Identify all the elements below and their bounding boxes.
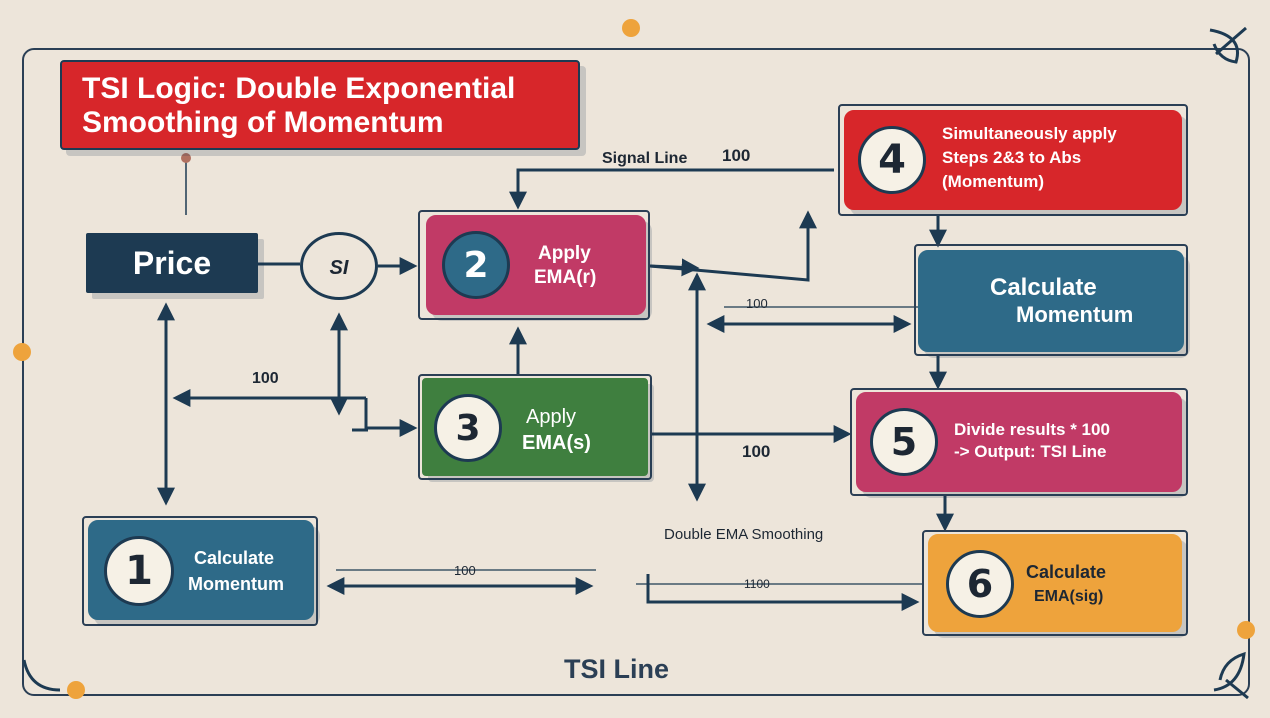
step1-number-badge: 1 — [104, 536, 174, 606]
step4-line2: Steps 2&3 to Abs — [942, 148, 1082, 167]
si-label: SI — [329, 257, 349, 279]
row-100-label: 100 — [742, 442, 771, 461]
price-node: Price — [86, 233, 258, 293]
bottom-1100-label: 1100 — [744, 577, 770, 591]
signal-line-label: Signal Line — [602, 150, 688, 167]
calc-momentum-node: Calculate Momentum — [918, 250, 1184, 352]
title-banner: TSI Logic: Double Exponential Smoothing … — [60, 60, 580, 150]
corner-ornament-icon — [1209, 26, 1247, 64]
outer-frame — [22, 48, 1250, 696]
mid-100-label: 100 — [746, 296, 768, 311]
step1-node: 1 Calculate Momentum — [88, 520, 314, 620]
calc-momentum-line2: Momentum — [1016, 302, 1134, 327]
step2-line2: EMA(r) — [534, 267, 597, 288]
step3-outline — [418, 374, 652, 480]
step6-number-badge: 6 — [946, 550, 1014, 618]
pin-dot — [181, 153, 191, 163]
step5-node: 5 Divide results * 100 -> Output: TSI Li… — [856, 392, 1182, 492]
step3-line1: Apply — [526, 406, 577, 428]
step2-line1: Apply — [538, 243, 591, 264]
step1-line1: Calculate — [194, 548, 275, 568]
step2-node: 2 Apply EMA(r) — [426, 215, 646, 315]
step5-line1: Divide results * 100 — [954, 420, 1110, 439]
left-100-label: 100 — [252, 370, 279, 387]
step6-outline — [922, 530, 1188, 636]
step3-number-badge: 3 — [434, 394, 502, 462]
step4-line1: Simultaneously apply — [942, 124, 1117, 143]
calc-momentum-line1: Calculate — [990, 274, 1097, 301]
step2-number-badge: 2 — [442, 231, 510, 299]
step6-line1: Calculate — [1026, 562, 1107, 582]
page-title-line2: Smoothing of Momentum — [82, 106, 444, 139]
step5-outline — [850, 388, 1188, 496]
double-ema-label: Double EMA Smoothing — [664, 526, 824, 543]
step1-outline — [82, 516, 318, 626]
accent-dot — [622, 19, 640, 37]
to-step3-arrow — [364, 398, 418, 437]
accent-dot — [13, 343, 31, 361]
step1-line2: Momentum — [188, 574, 284, 594]
step2-to-step4-arrow — [649, 210, 817, 282]
signal-line-arrow — [509, 168, 834, 210]
step5-line2: -> Output: TSI Line — [954, 442, 1107, 461]
step6-node: 6 Calculate EMA(sig) — [928, 534, 1182, 632]
step3-node: 3 Apply EMA(s) — [422, 378, 648, 476]
bottom-100-label: 100 — [454, 563, 476, 578]
tsi-line-caption: TSI Line — [564, 654, 670, 684]
accent-dot — [1237, 621, 1255, 639]
step3-line2: EMA(s) — [522, 432, 591, 454]
corner-ornament-icon — [1213, 651, 1249, 700]
price-label: Price — [132, 245, 212, 281]
step4-node: 4 Simultaneously apply Steps 2&3 to Abs … — [844, 110, 1182, 210]
step4-number-badge: 4 — [858, 126, 926, 194]
calc-momentum-outline — [914, 244, 1188, 356]
step4-outline — [838, 104, 1188, 216]
to-step6-arrow — [646, 574, 920, 611]
accent-dot — [67, 681, 85, 699]
step5-number-badge: 5 — [870, 408, 938, 476]
step4-line3: (Momentum) — [942, 172, 1044, 191]
signal-100-label: 100 — [722, 146, 751, 165]
si-node: SI — [300, 232, 378, 300]
corner-ornament-icon — [22, 659, 61, 692]
step2-outline — [418, 210, 650, 320]
page-title-line1: TSI Logic: Double Exponential — [82, 72, 516, 105]
step6-line2: EMA(sig) — [1034, 588, 1104, 605]
step2-right-arrow — [649, 258, 700, 277]
